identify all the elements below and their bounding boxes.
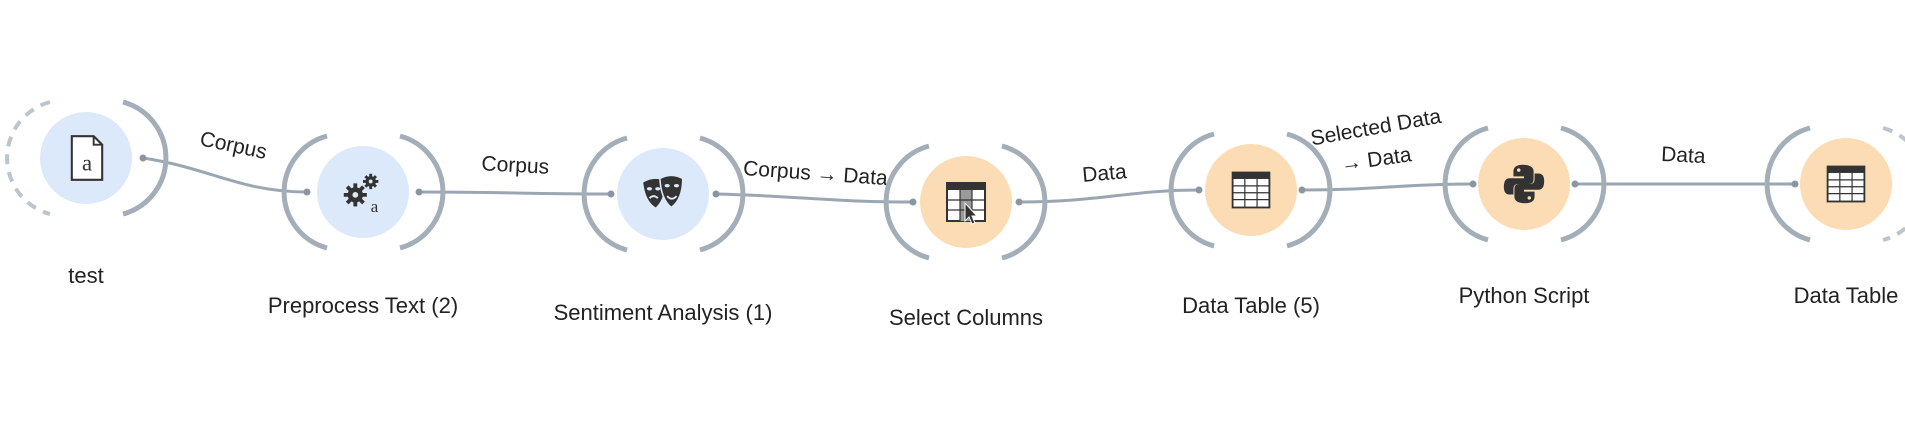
input-anchor[interactable]: [909, 198, 917, 206]
node-data-table-5[interactable]: Data Table (5): [1168, 131, 1333, 318]
link-label-2: → Data: [1339, 143, 1413, 176]
node-label: Python Script: [1459, 283, 1590, 308]
input-channel-arc: [5, 100, 51, 216]
input-anchor[interactable]: [1195, 186, 1203, 194]
link-4[interactable]: Data: [1018, 160, 1200, 204]
node-label: Select Columns: [889, 305, 1043, 330]
link-label: Data: [1081, 160, 1128, 187]
node-label: test: [68, 263, 103, 288]
node-python-script[interactable]: Python Script: [1442, 125, 1607, 308]
link-label: Selected Data: [1309, 105, 1443, 151]
link-6[interactable]: Data: [1575, 143, 1795, 186]
link-line[interactable]: [715, 192, 914, 204]
link-3[interactable]: Corpus → Data: [715, 157, 914, 204]
link-label: Data: [1661, 143, 1707, 168]
node-label: Sentiment Analysis (1): [554, 300, 773, 325]
input-channel-arc: [1442, 125, 1489, 243]
input-channel-arc: [1168, 131, 1215, 249]
link-label: Corpus: [481, 152, 550, 179]
node-circle[interactable]: [317, 146, 409, 238]
output-anchor[interactable]: [1571, 180, 1579, 188]
output-channel-arc: [399, 133, 446, 251]
node-label: Preprocess Text (2): [268, 293, 458, 318]
input-channel-arc: [883, 143, 930, 261]
select-columns-icon: [946, 182, 986, 225]
output-channel-arc: [1286, 131, 1333, 249]
node-preprocess-text[interactable]: Preprocess Text (2): [268, 133, 458, 318]
link-label: Corpus: [198, 127, 269, 164]
input-anchor[interactable]: [1469, 180, 1477, 188]
document-a-icon: [70, 135, 104, 181]
node-data-table[interactable]: Data Table: [1764, 125, 1905, 308]
input-channel-arc: [281, 133, 328, 251]
input-anchor[interactable]: [1791, 180, 1799, 188]
output-anchor[interactable]: [1015, 198, 1023, 206]
output-channel-arc: [1001, 143, 1048, 261]
input-anchor[interactable]: [607, 190, 615, 198]
output-channel-arc: [1882, 126, 1905, 242]
output-anchor[interactable]: [1298, 186, 1306, 194]
output-channel-arc: [122, 99, 169, 217]
node-label: Data Table (5): [1182, 293, 1320, 318]
input-channel-arc: [581, 135, 628, 253]
input-channel-arc: [1764, 125, 1811, 243]
node-label: Data Table: [1794, 283, 1899, 308]
table-icon: [1826, 165, 1866, 203]
output-channel-arc: [1560, 125, 1607, 243]
table-icon: [1231, 171, 1271, 209]
node-sentiment-analysis[interactable]: Sentiment Analysis (1): [554, 135, 773, 325]
output-channel-arc: [699, 135, 746, 253]
output-anchor[interactable]: [139, 154, 147, 162]
node-select-columns[interactable]: Select Columns: [883, 143, 1048, 330]
input-anchor[interactable]: [303, 188, 311, 196]
node-test[interactable]: test: [5, 99, 169, 288]
output-anchor[interactable]: [712, 190, 720, 198]
output-anchor[interactable]: [415, 188, 423, 196]
link-label: Corpus → Data: [742, 157, 888, 190]
